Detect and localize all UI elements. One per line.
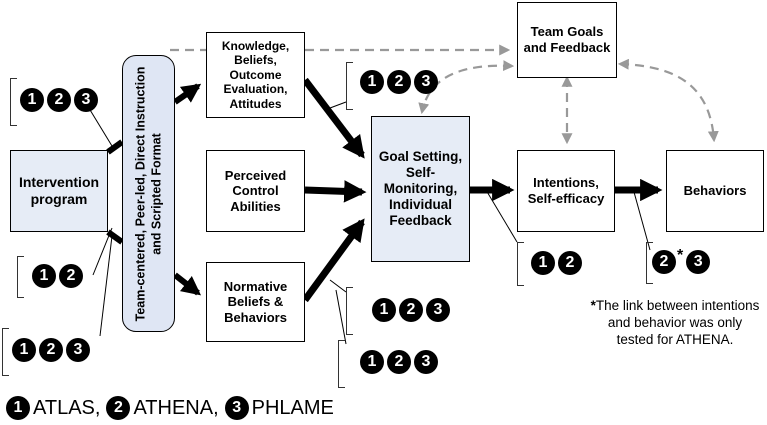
legend-label-athena: ATHENA, (133, 396, 219, 419)
intervention-program-label: Intervention program (18, 174, 100, 207)
badge-athena: 2 (59, 264, 83, 288)
badges-left-top: 1 2 3 (20, 88, 98, 112)
badge-atlas: 1 (32, 264, 56, 288)
badges-normative-out-2: 1 2 3 (360, 350, 438, 374)
bracket-left-top (10, 78, 17, 126)
intentions-box: Intentions, Self-efficacy (517, 150, 615, 232)
bracket-left-bottom (2, 328, 9, 376)
intentions-label: Intentions, Self-efficacy (527, 175, 605, 206)
format-to-constructs-arrows (173, 83, 202, 296)
badge-athena: 2 (399, 298, 423, 322)
team-feedback-dashed-arrows (170, 44, 719, 145)
bracket-behaviors-in (646, 242, 653, 284)
footnote-text: The link between intentions and behavior… (595, 298, 760, 347)
team-goals-box: Team Goals and Feedback (517, 2, 617, 78)
legend-item-athena: 2 ATHENA, (106, 396, 219, 420)
badge-atlas: 1 (372, 298, 396, 322)
badges-intentions-in: 1 2 (531, 251, 582, 275)
study-legend: 1 ATLAS, 2 ATHENA, 3 PHLAME (6, 396, 340, 420)
badge-athena: 2 (652, 250, 676, 274)
badge-athena: 2 (387, 350, 411, 374)
badge-atlas: 1 (360, 350, 384, 374)
badge-phlame: 3 (414, 70, 438, 94)
normative-beliefs-box: Normative Beliefs & Behaviors (206, 262, 305, 342)
behaviors-box: Behaviors (666, 150, 764, 232)
team-goals-label: Team Goals and Feedback (523, 24, 611, 55)
bracket-intentions-in (517, 242, 524, 286)
goal-setting-label: Goal Setting, Self-Monitoring, Individua… (378, 148, 463, 229)
behaviors-label: Behaviors (683, 183, 747, 199)
constructs-to-goal-arrows (302, 77, 367, 303)
badge-phlame: 3 (426, 298, 450, 322)
badge-atlas: 1 (12, 338, 36, 362)
badge-atlas: 1 (531, 251, 555, 275)
footnote-asterisk: * (590, 298, 596, 313)
athena-only-asterisk: * (677, 247, 684, 264)
perceived-control-box: Perceived Control Abilities (206, 150, 305, 232)
intervention-to-format-arrows (106, 139, 124, 245)
badge-phlame: 3 (74, 88, 98, 112)
legend-label-atlas: ATLAS, (33, 396, 101, 419)
legend-label-phlame: PHLAME (251, 396, 334, 419)
normative-beliefs-label: Normative Beliefs & Behaviors (223, 278, 288, 325)
legend-item-phlame: 3 PHLAME (224, 396, 334, 420)
badge-athena: 2 (387, 70, 411, 94)
badge-leader-lines (83, 99, 651, 345)
bracket-goal-in (346, 62, 353, 110)
knowledge-beliefs-box: Knowledge, Beliefs, Outcome Evaluation, … (206, 32, 305, 118)
badges-behaviors-in: 2 * 3 (652, 247, 711, 274)
bracket-normative-out-1 (346, 287, 353, 335)
badges-left-mid: 1 2 (32, 264, 83, 288)
badge-athena: 2 (39, 338, 63, 362)
legend-badge-athena: 2 (106, 396, 131, 420)
badges-goal-in: 1 2 3 (360, 70, 438, 94)
legend-badge-atlas: 1 (6, 396, 30, 420)
bracket-left-mid (17, 256, 24, 298)
intervention-program-box: Intervention program (10, 150, 108, 232)
bracket-normative-out-2 (338, 340, 345, 388)
badge-athena: 2 (47, 88, 71, 112)
format-pill: Team-centered, Peer-led, Direct Instruct… (122, 55, 175, 332)
badges-normative-out-1: 1 2 3 (372, 298, 450, 322)
badge-phlame: 3 (66, 338, 90, 362)
legend-badge-phlame: 3 (224, 396, 249, 420)
athena-footnote: *The link between intentions and behavio… (590, 298, 760, 349)
legend-item-atlas: 1 ATLAS, (6, 396, 100, 420)
badge-atlas: 1 (360, 70, 384, 94)
perceived-control-label: Perceived Control Abilities (224, 167, 287, 214)
badge-phlame: 3 (686, 250, 711, 274)
badges-left-bottom: 1 2 3 (12, 338, 90, 362)
goal-setting-box: Goal Setting, Self-Monitoring, Individua… (371, 116, 470, 262)
knowledge-beliefs-label: Knowledge, Beliefs, Outcome Evaluation, … (221, 39, 290, 111)
badge-atlas: 1 (20, 88, 44, 112)
badge-phlame: 3 (414, 350, 438, 374)
badge-athena: 2 (558, 251, 582, 275)
format-label: Team-centered, Peer-led, Direct Instruct… (132, 66, 163, 321)
